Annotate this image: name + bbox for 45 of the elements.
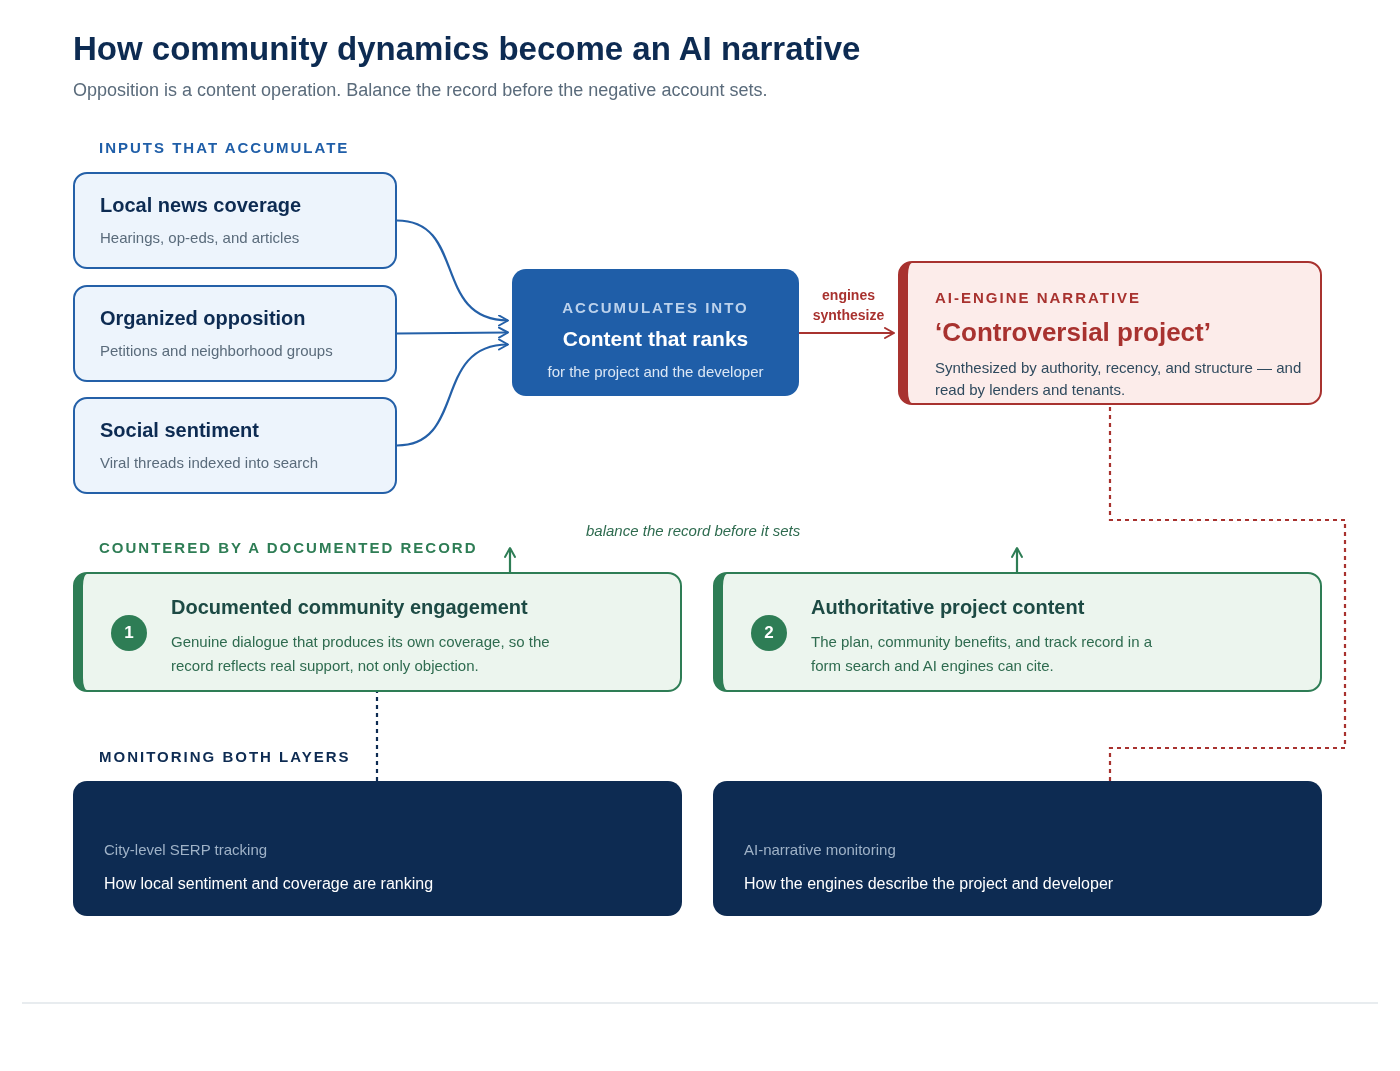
- monitor-card: [713, 781, 1322, 916]
- monitor-card: [73, 781, 682, 916]
- node-description: How local sentiment and coverage are ranking: [104, 875, 434, 893]
- node-description: How the engines describe the project and developer: [744, 875, 1114, 893]
- arrow: [396, 219, 509, 326]
- node-title: Authoritative project content: [811, 596, 1085, 619]
- hub-card: [512, 269, 799, 396]
- step-number: 1: [111, 615, 147, 651]
- node-description: Viral threads indexed into search: [100, 454, 319, 471]
- node-title: ‘Controversial project’: [935, 317, 1211, 348]
- node-description: Hearings, op-eds, and articles: [100, 229, 300, 246]
- node-description: for the project and the developer: [546, 363, 765, 380]
- node-description: Synthesized by authority, recency, and structure — and read by lenders and tenants.: [935, 358, 1303, 400]
- node-title: Local news coverage: [100, 194, 302, 217]
- node-description: Petitions and neighborhood groups: [100, 342, 333, 359]
- counter-card: [73, 572, 682, 692]
- arrow: [504, 547, 516, 572]
- dashed-connector: [1108, 405, 1347, 781]
- input-card: [73, 397, 397, 494]
- input-card: [73, 172, 397, 269]
- arrow: [396, 339, 509, 447]
- dashed-connector: [375, 692, 379, 781]
- node-title: Social sentiment: [100, 419, 259, 442]
- annotation-text: balance the record before it sets: [586, 522, 801, 539]
- node-subtitle: City-level SERP tracking: [104, 841, 268, 858]
- node-eyebrow: ACCUMULATES INTO: [561, 299, 750, 316]
- arrow: [1011, 547, 1023, 572]
- section-heading: INPUTS THAT ACCUMULATE: [99, 139, 350, 156]
- node-subtitle: AI-narrative monitoring: [744, 841, 896, 858]
- step-number: 2: [751, 615, 787, 651]
- diagram-title: How community dynamics become an AI narrative: [73, 30, 861, 68]
- node-title: Organized opposition: [100, 307, 306, 330]
- subtitle: Opposition is a content operation. Balance the record before the negative account sets.: [73, 80, 768, 101]
- counter-card: [713, 572, 1322, 692]
- section-heading: COUNTERED BY A DOCUMENTED RECORD: [99, 539, 478, 556]
- node-description: Genuine dialogue that produces its own coverage, so the record reflects real support, not only objection.: [171, 632, 551, 676]
- node-eyebrow: AI-ENGINE NARRATIVE: [935, 289, 1142, 306]
- node-title: Documented community engagement: [171, 596, 528, 619]
- section-heading: MONITORING BOTH LAYERS: [99, 748, 351, 765]
- result-card: [898, 261, 1322, 405]
- input-card: [73, 285, 397, 382]
- node-description: The plan, community benefits, and track record in a form search and AI engines can cite.: [811, 632, 1153, 676]
- node-title: Content that ranks: [561, 327, 750, 351]
- arrow: [799, 327, 895, 339]
- arrow: [397, 326, 509, 339]
